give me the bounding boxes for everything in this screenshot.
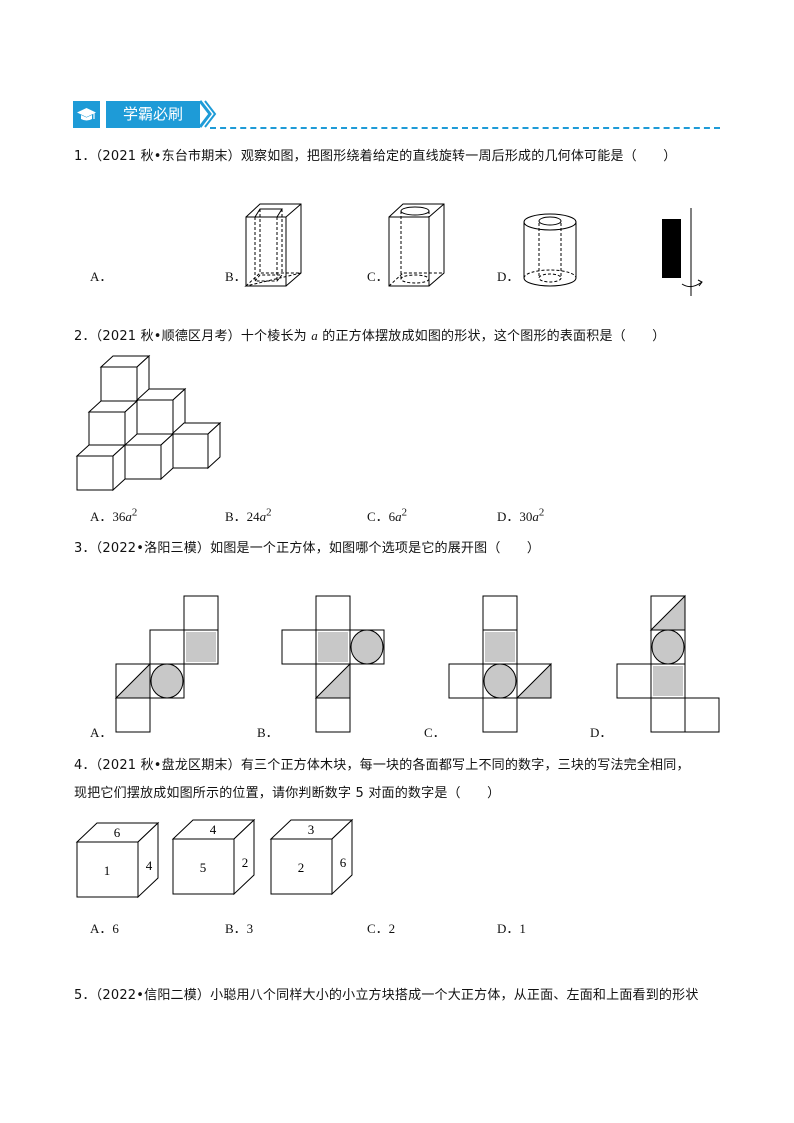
stack-cube [123, 432, 175, 481]
shaded-circle [150, 663, 184, 699]
cube-front-face [88, 411, 126, 447]
q4-option-b: B．3 [225, 921, 254, 936]
shaded-circle [483, 663, 517, 699]
q2-option-d: D．30a2 [497, 506, 545, 524]
stack-cube [99, 354, 151, 403]
question-1-text: 1．（2021 秋•东台市期末）观察如图，把图形绕着给定的直线旋转一周后形成的几… [74, 149, 677, 164]
cube-right-number: 2 [242, 855, 249, 870]
q1-option-a: A． [90, 269, 113, 284]
q1-option-d: D． [497, 269, 520, 284]
cube-right-number: 4 [146, 858, 153, 873]
q1-figure-c-prism-with-round-hole [388, 203, 445, 287]
q4-option-a: A．6 [90, 921, 119, 936]
q2-cube-stack-figure [75, 354, 222, 492]
graduation-cap-icon [77, 108, 96, 121]
cube-net-c [448, 595, 552, 733]
q1-option-b: B． [225, 269, 247, 284]
question-3-text: 3．（2022•洛阳三模）如图是一个正方体，如图哪个选项是它的展开图（ ） [74, 541, 541, 556]
cube-front-face [124, 444, 162, 480]
stack-cube [170, 421, 222, 470]
q4-option-d: D．1 [497, 921, 526, 936]
q3-option-d: D． [590, 725, 613, 740]
q1-option-c: C． [367, 269, 389, 284]
q3-option-b: B． [257, 725, 279, 740]
q3-cube-nets [114, 594, 720, 733]
cube-net-a [114, 595, 219, 733]
net-square [281, 629, 317, 665]
q2-option-a: A．36a2 [90, 506, 138, 524]
q1-figure-d-hollow-cylinder [523, 213, 577, 287]
numbered-cube: 4 5 2 [171, 818, 256, 896]
q4-numbered-cubes: 6 1 4 4 5 2 3 2 6 [75, 818, 354, 899]
net-square [315, 697, 351, 733]
shaded-triangle [515, 662, 552, 699]
net-square [448, 663, 484, 699]
q2-option-b: B．24a2 [225, 506, 272, 524]
shaded-square [186, 632, 216, 662]
cube-top-number: 4 [210, 822, 217, 837]
net-square [183, 595, 219, 631]
cube-net-d [616, 594, 720, 733]
net-square [482, 697, 518, 733]
q4-option-c: C．2 [367, 921, 396, 936]
shaded-circle [651, 629, 685, 665]
cube-front-number: 1 [104, 863, 111, 878]
shaded-square [485, 632, 515, 662]
net-square [684, 697, 720, 733]
chevron-icon [198, 100, 217, 128]
net-square [616, 663, 652, 699]
shaded-square [318, 632, 348, 662]
q3-option-a: A． [90, 725, 113, 740]
q3-option-c: C． [424, 725, 446, 740]
cube-front-face [76, 455, 114, 491]
net-square [315, 595, 351, 631]
cube-front-face [136, 399, 174, 435]
net-square [482, 595, 518, 631]
q1-rotation-figure [662, 208, 703, 296]
net-square [650, 697, 686, 733]
numbered-cube: 3 2 6 [269, 818, 354, 896]
q1-figure-b-prism-with-square-hole [244, 203, 302, 287]
cube-net-b [281, 595, 385, 733]
net-square [115, 697, 151, 733]
cube-front-face [171, 433, 209, 469]
question-2-text: 2．（2021 秋•顺德区月考）十个棱长为 a 的正方体摆放成如图的形状，这个图… [74, 328, 666, 344]
stack-cube [135, 387, 187, 436]
question-5-text: 5．（2022•信阳二模）小聪用八个同样大小的小立方块搭成一个大正方体，从正面、… [74, 988, 699, 1003]
shaded-circle [350, 629, 384, 665]
q2-option-c: C．6a2 [367, 506, 408, 524]
section-icon-box [73, 101, 100, 128]
section-title: 学霸必刷 [106, 101, 200, 128]
stack-cube [87, 399, 139, 448]
net-square [149, 629, 185, 665]
question-4-text-line2: 现把它们摆放成如图所示的位置，请你判断数字 5 对面的数字是（ ） [74, 786, 501, 801]
cube-front-face [270, 838, 333, 895]
shaded-square [653, 666, 683, 696]
section-divider [210, 127, 720, 129]
stack-cube [75, 443, 127, 492]
cube-front-number: 2 [298, 860, 305, 875]
cube-right-number: 6 [340, 855, 347, 870]
cube-front-face [172, 838, 235, 895]
cube-front-face [100, 366, 138, 402]
cube-top-number: 6 [114, 825, 121, 840]
cube-top-number: 3 [308, 822, 315, 837]
cube-front-number: 5 [200, 860, 207, 875]
cube-front-face [76, 841, 139, 898]
question-4-text-line1: 4．（2021 秋•盘龙区期末）有三个正方体木块，每一块的各面都写上不同的数字，… [74, 758, 690, 773]
numbered-cube: 6 1 4 [75, 821, 160, 899]
